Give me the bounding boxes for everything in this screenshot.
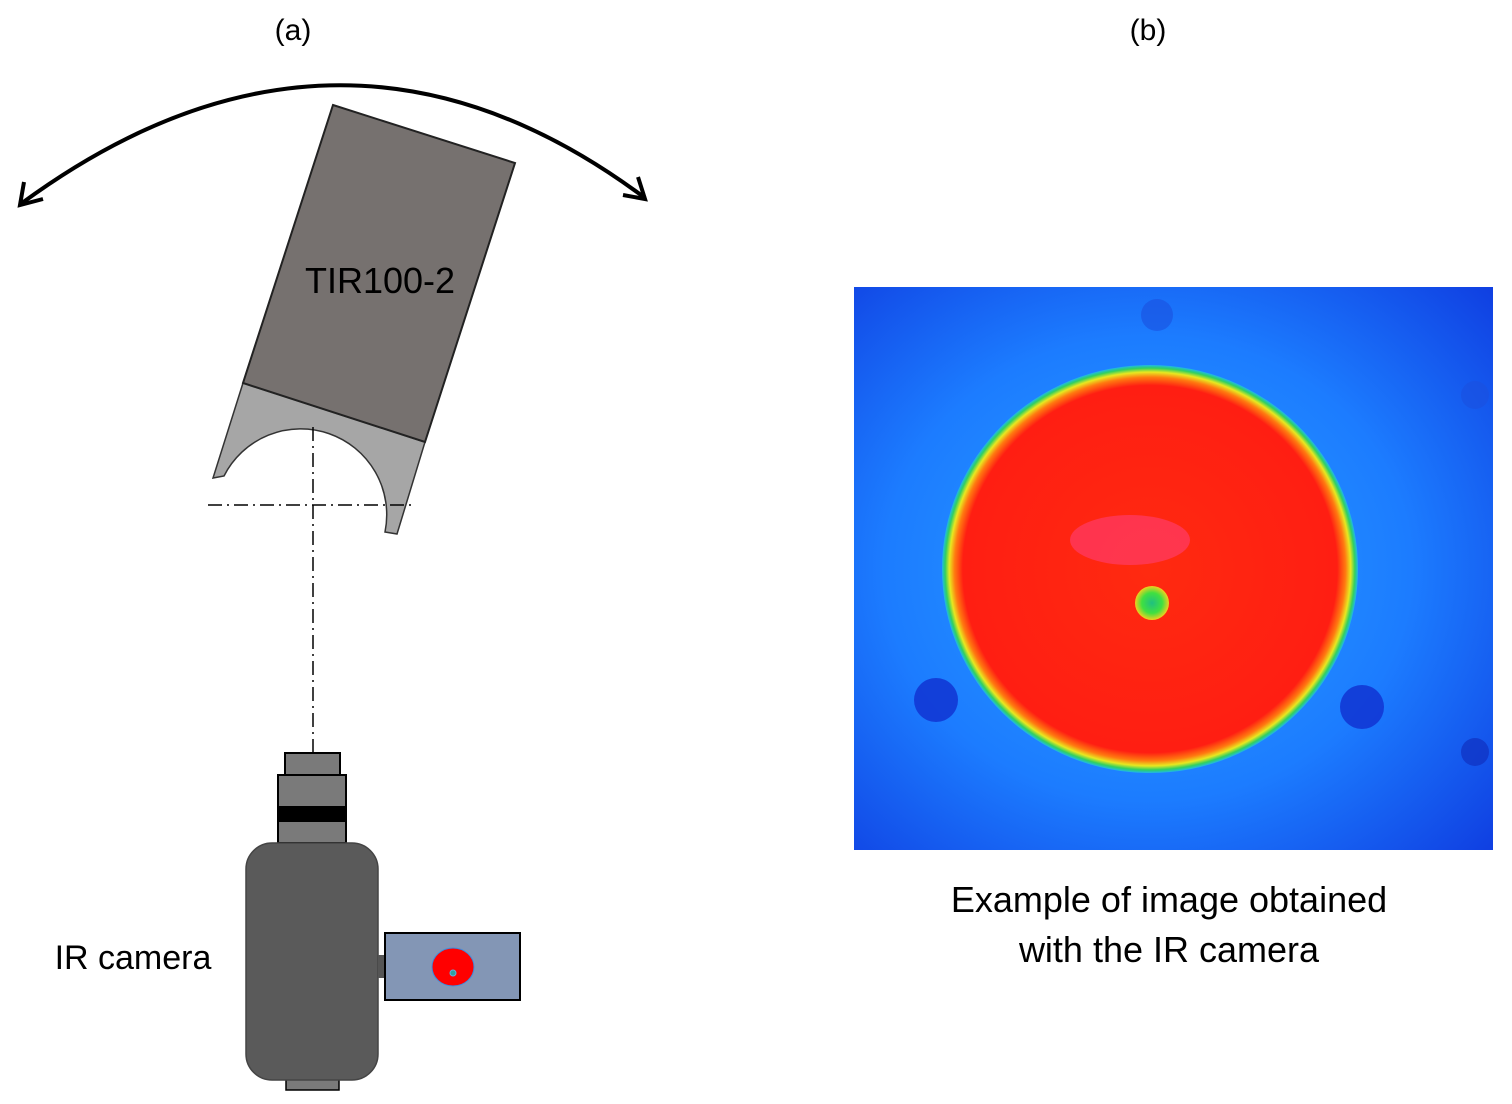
device-label: TIR100-2: [305, 260, 455, 301]
caption-line-1: Example of image obtained: [951, 879, 1387, 920]
arrowhead-right-icon: [622, 176, 648, 202]
arrowhead-left-icon: [17, 181, 44, 208]
panel-b-label: (b): [1130, 14, 1167, 47]
rotation-arrow: [20, 83, 647, 205]
ir-camera: [245, 752, 521, 1091]
ir-thermal-image: [854, 287, 1493, 850]
panel-a-label: (a): [275, 14, 312, 47]
caption-line-2: with the IR camera: [1018, 929, 1320, 970]
sample-holder: [211, 382, 426, 535]
camera-label: IR camera: [55, 939, 212, 977]
tir100-2-device: [241, 103, 517, 444]
